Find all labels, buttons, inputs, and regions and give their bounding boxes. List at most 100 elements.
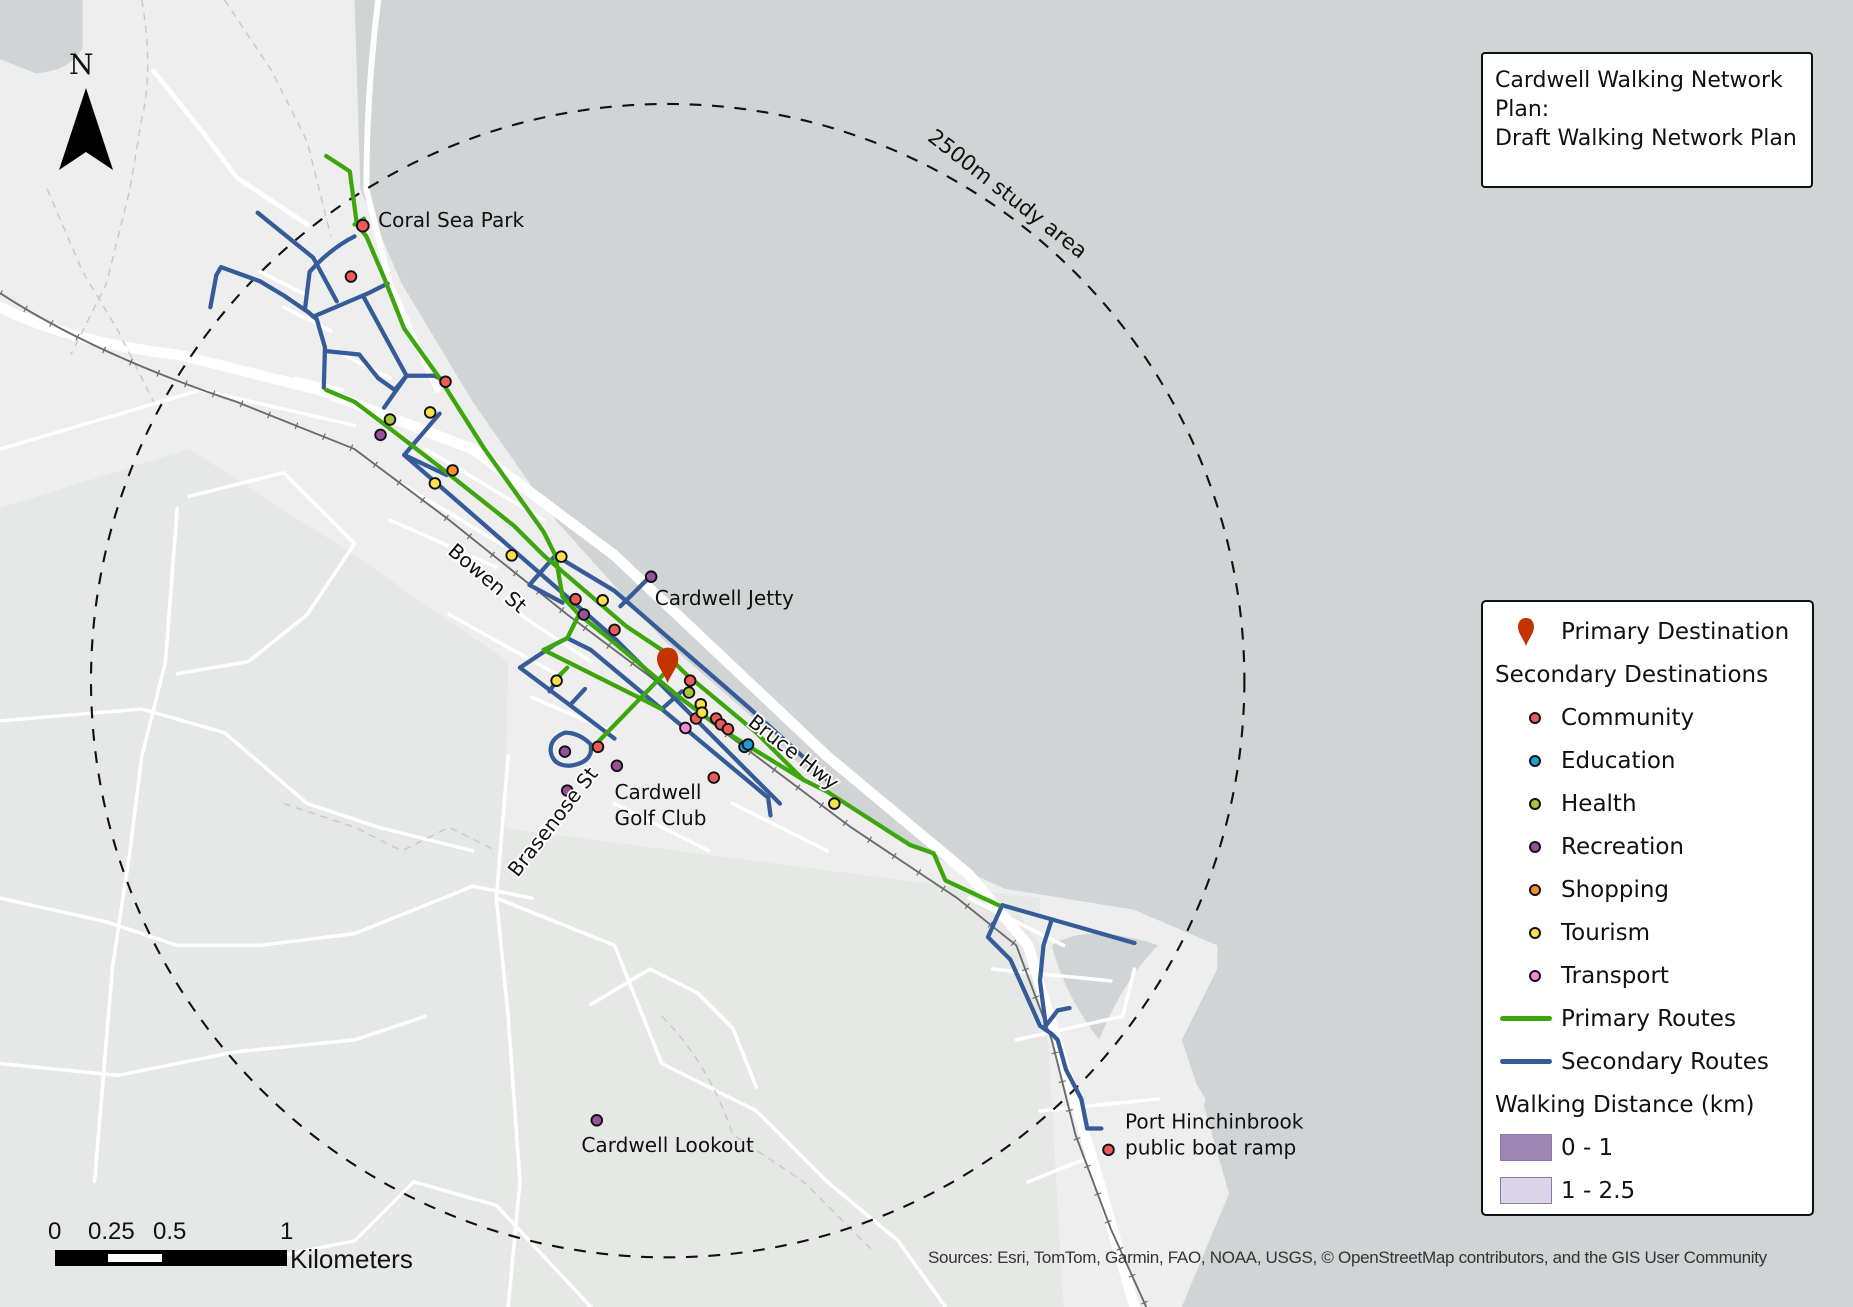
poi-recreation[interactable]	[560, 784, 574, 797]
scale-unit: Kilometers	[290, 1244, 413, 1274]
map-pin-icon	[1518, 617, 1534, 646]
land-vegetation	[496, 827, 1064, 1307]
legend-label: Community	[1561, 704, 1695, 731]
primary-route-line-icon	[1500, 1016, 1552, 1021]
poi-shopping[interactable]	[446, 464, 459, 477]
legend-label: Tourism	[1561, 919, 1651, 946]
legend-walking-0-1: 0 - 1	[1495, 1126, 1812, 1169]
legend-label: Health	[1561, 790, 1637, 817]
legend-label: 0 - 1	[1561, 1134, 1614, 1161]
legend-label: 1 - 2.5	[1561, 1177, 1636, 1204]
poi-community[interactable]	[355, 218, 370, 233]
poi-community[interactable]	[439, 375, 452, 388]
poi-recreation[interactable]	[644, 570, 658, 583]
land-vegetation	[0, 449, 509, 1307]
scale-tick: 0.25	[88, 1218, 135, 1245]
poi-community[interactable]	[608, 623, 621, 637]
railway	[0, 290, 1150, 1307]
scale-bar-graphic	[55, 1250, 287, 1266]
scale-bar-segment	[108, 1254, 162, 1262]
transport-dot-icon	[1529, 969, 1541, 982]
road-network	[0, 0, 1160, 1307]
poi-community[interactable]	[721, 722, 735, 736]
place-labels: Coral Sea Park Cardwell Jetty Cardwell G…	[378, 208, 1304, 1160]
legend-secondary-routes: Secondary Routes	[1495, 1040, 1812, 1083]
poi-community[interactable]	[683, 674, 697, 687]
poi-tourism[interactable]	[828, 797, 841, 810]
poi-recreation[interactable]	[577, 608, 591, 621]
map-title-box: Cardwell Walking Network Plan: Draft Wal…	[1481, 52, 1813, 188]
legend-recreation: Recreation	[1495, 825, 1812, 868]
legend-label: Shopping	[1561, 876, 1670, 903]
legend-community: Community	[1495, 696, 1812, 739]
walking-0-1-swatch	[1500, 1134, 1552, 1161]
poi-recreation[interactable]	[558, 745, 572, 758]
poi-transport[interactable]	[679, 721, 692, 735]
legend-label: Primary Destination	[1561, 618, 1790, 645]
tourism-dot-icon	[1529, 926, 1541, 939]
legend-secondary-heading: Secondary Destinations	[1495, 661, 1769, 688]
scale-tick: 1	[280, 1218, 294, 1245]
poi-community[interactable]	[569, 592, 582, 606]
legend-transport: Transport	[1495, 954, 1812, 997]
label-boat-ramp: Port Hinchinbrook	[1125, 1110, 1304, 1134]
poi-tourism[interactable]	[428, 477, 442, 490]
poi-health[interactable]	[383, 413, 397, 426]
scale-tick: 0.5	[153, 1218, 187, 1245]
poi-tourism[interactable]	[550, 674, 563, 687]
legend-health: Health	[1495, 782, 1812, 825]
map-title-line: Draft Walking Network Plan	[1495, 126, 1797, 151]
poi-tourism[interactable]	[423, 406, 437, 419]
primary-destination-pin-icon[interactable]	[657, 647, 679, 684]
attribution-text: Sources: Esri, TomTom, Garmin, FAO, NOAA…	[928, 1248, 1767, 1267]
walking-tracks	[46, 0, 876, 1254]
label-cardwell-jetty: Cardwell Jetty	[655, 586, 794, 610]
poi-tourism[interactable]	[695, 706, 709, 719]
label-cardwell-lookout: Cardwell Lookout	[581, 1133, 754, 1157]
poi-recreation[interactable]	[590, 1114, 604, 1127]
shopping-dot-icon	[1529, 883, 1541, 896]
poi-community[interactable]	[344, 270, 358, 283]
poi-community[interactable]	[707, 771, 721, 784]
north-label: N	[69, 48, 94, 81]
poi-tourism[interactable]	[505, 549, 518, 562]
legend-walking-1-2-5: 1 - 2.5	[1495, 1169, 1812, 1212]
label-golf-club: Cardwell	[615, 780, 702, 804]
legend-label: Education	[1561, 747, 1676, 774]
label-golf-club: Golf Club	[615, 806, 707, 830]
north-arrow: N	[55, 48, 117, 178]
legend-tourism: Tourism	[1495, 911, 1812, 954]
poi-tourism[interactable]	[596, 594, 609, 607]
walking-1-2-5-swatch	[1500, 1177, 1552, 1204]
legend-label: Primary Routes	[1561, 1005, 1736, 1032]
health-dot-icon	[1529, 797, 1541, 810]
map-title-line: Plan:	[1495, 97, 1550, 122]
legend-label: Secondary Routes	[1561, 1048, 1769, 1075]
secondary-route-line-icon	[1500, 1059, 1552, 1064]
poi-community[interactable]	[1102, 1143, 1115, 1157]
legend-primary-destination: Primary Destination	[1495, 610, 1812, 653]
study-area-circle	[89, 102, 1246, 1259]
poi-community[interactable]	[591, 740, 605, 754]
legend-primary-routes: Primary Routes	[1495, 997, 1812, 1040]
education-dot-icon	[1529, 754, 1541, 767]
scale-bar: 0 0.25 0.5 1 Kilometers	[48, 1218, 448, 1274]
marina-water	[1051, 933, 1159, 1040]
poi-recreation[interactable]	[610, 759, 624, 773]
poi-recreation[interactable]	[374, 428, 387, 442]
sea	[354, 0, 1853, 1307]
legend-shopping: Shopping	[1495, 868, 1812, 911]
map-legend: Primary Destination Secondary Destinatio…	[1481, 600, 1814, 1216]
legend-walking-heading: Walking Distance (km)	[1495, 1091, 1755, 1118]
legend-label: Recreation	[1561, 833, 1684, 860]
destination-points	[344, 218, 1115, 1157]
label-coral-sea-park: Coral Sea Park	[378, 208, 524, 232]
poi-tourism[interactable]	[555, 550, 568, 563]
poi-education[interactable]	[741, 738, 755, 751]
community-dot-icon	[1529, 711, 1541, 724]
poi-health[interactable]	[682, 686, 696, 699]
recreation-dot-icon	[1529, 840, 1541, 853]
water-inlet	[0, 0, 83, 74]
legend-education: Education	[1495, 739, 1812, 782]
scale-tick: 0	[48, 1218, 62, 1245]
